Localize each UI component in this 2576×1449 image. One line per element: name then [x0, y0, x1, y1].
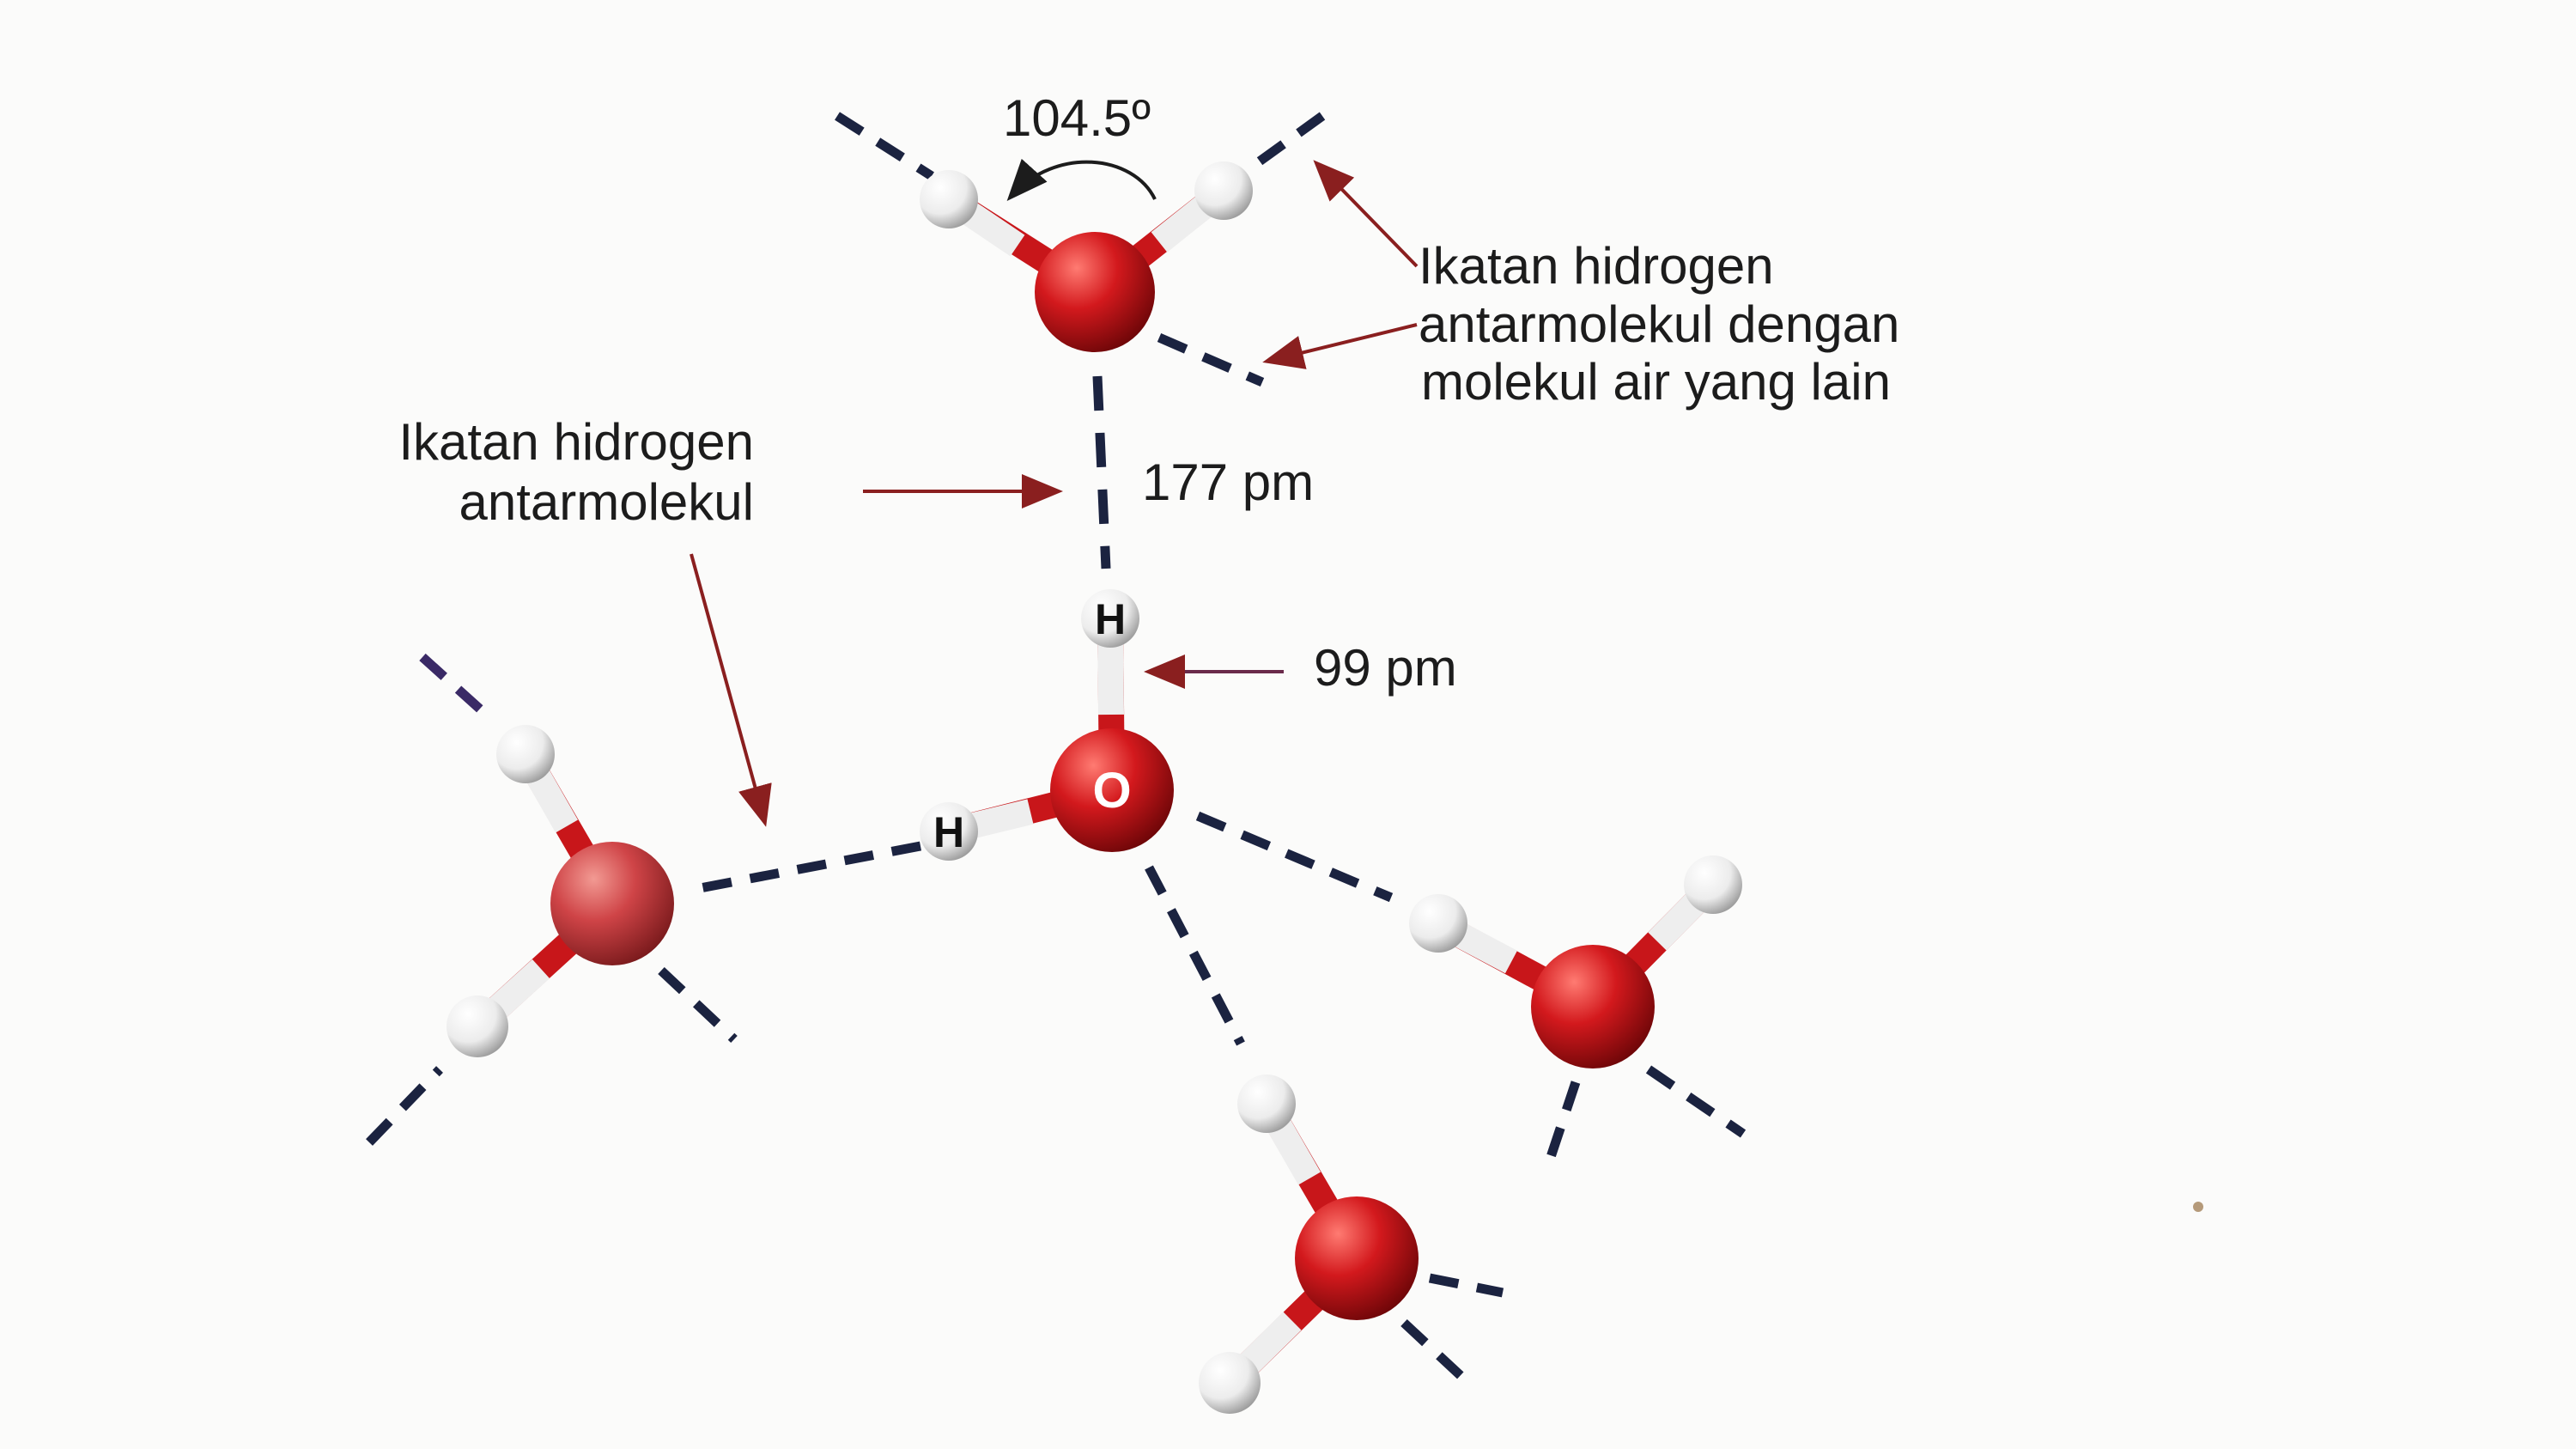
arrow-to-top-right-hbond	[1313, 160, 1419, 268]
oxygen-symbol: O	[1092, 763, 1131, 819]
hbond-left-top	[419, 653, 497, 726]
water-molecule-top	[920, 161, 1253, 352]
hbond-top-right	[1242, 112, 1326, 176]
covalent-length-label: 99 pm	[1314, 639, 1457, 697]
water-molecule-central: H H O	[920, 589, 1174, 861]
hbond-other-label-line3: molekul air yang lain	[1421, 353, 1891, 411]
hbond-length-label: 177 pm	[1142, 454, 1314, 511]
hydrogen-bond-dashes	[366, 112, 1747, 1387]
annotation-arrows	[690, 160, 1419, 827]
hydrogen-atom	[1199, 1352, 1261, 1414]
hbond-right-down-left	[1540, 1081, 1581, 1174]
hbond-left-bottom-left	[366, 1066, 443, 1146]
hbond-other-label-line1: Ikatan hidrogen	[1419, 237, 1774, 295]
oxygen-atom	[1295, 1196, 1419, 1320]
hydrogen-atom	[1081, 589, 1139, 648]
hydrogen-atom	[496, 725, 555, 783]
hbond-vertical-177pm	[1092, 375, 1111, 569]
water-molecule-bottom	[1199, 1075, 1419, 1414]
speck	[2193, 1202, 2203, 1212]
water-molecule-right	[1409, 855, 1742, 1068]
hbond-central-to-left	[694, 841, 922, 894]
arrow-to-left-hbond	[690, 553, 772, 827]
bond-angle-label: 104.5º	[1003, 89, 1151, 147]
water-molecule-left	[447, 725, 674, 1057]
hbond-bottom-right	[1428, 1273, 1504, 1298]
hydrogen-symbol: H	[933, 808, 964, 856]
hydrogen-atom	[1409, 894, 1467, 953]
hydrogen-atom	[447, 995, 508, 1057]
hydrogen-atom	[920, 802, 978, 861]
hbond-central-to-right	[1195, 811, 1394, 903]
labels: 104.5º Ikatan hidrogen antarmolekul deng…	[398, 89, 1899, 697]
oxygen-atom	[1035, 232, 1155, 352]
hydrogen-atom	[920, 170, 978, 228]
hbond-right-down	[1645, 1065, 1747, 1138]
oxygen-atom	[550, 842, 674, 965]
hydrogen-atom	[1194, 161, 1253, 220]
hydrogen-atom	[1684, 855, 1742, 914]
oxygen-atom	[1531, 945, 1655, 1068]
hbond-label-line2: antarmolekul	[459, 473, 754, 531]
hbond-label-line1: Ikatan hidrogen	[398, 413, 754, 471]
hbond-left-bottom-right	[658, 966, 738, 1044]
hydrogen-atom	[1237, 1075, 1296, 1133]
oxygen-atom	[1050, 728, 1174, 852]
hbond-bottom-right-low	[1400, 1318, 1472, 1387]
hbond-top-lower-right	[1157, 332, 1265, 387]
hydrogen-symbol: H	[1095, 595, 1126, 643]
arrow-to-top-lower-hbond	[1262, 323, 1418, 369]
hbond-other-label-line2: antarmolekul dengan	[1419, 295, 1899, 353]
hbond-top-left	[835, 112, 934, 180]
hbond-central-to-bottom	[1145, 865, 1245, 1046]
bond-angle-arc	[1006, 158, 1157, 201]
